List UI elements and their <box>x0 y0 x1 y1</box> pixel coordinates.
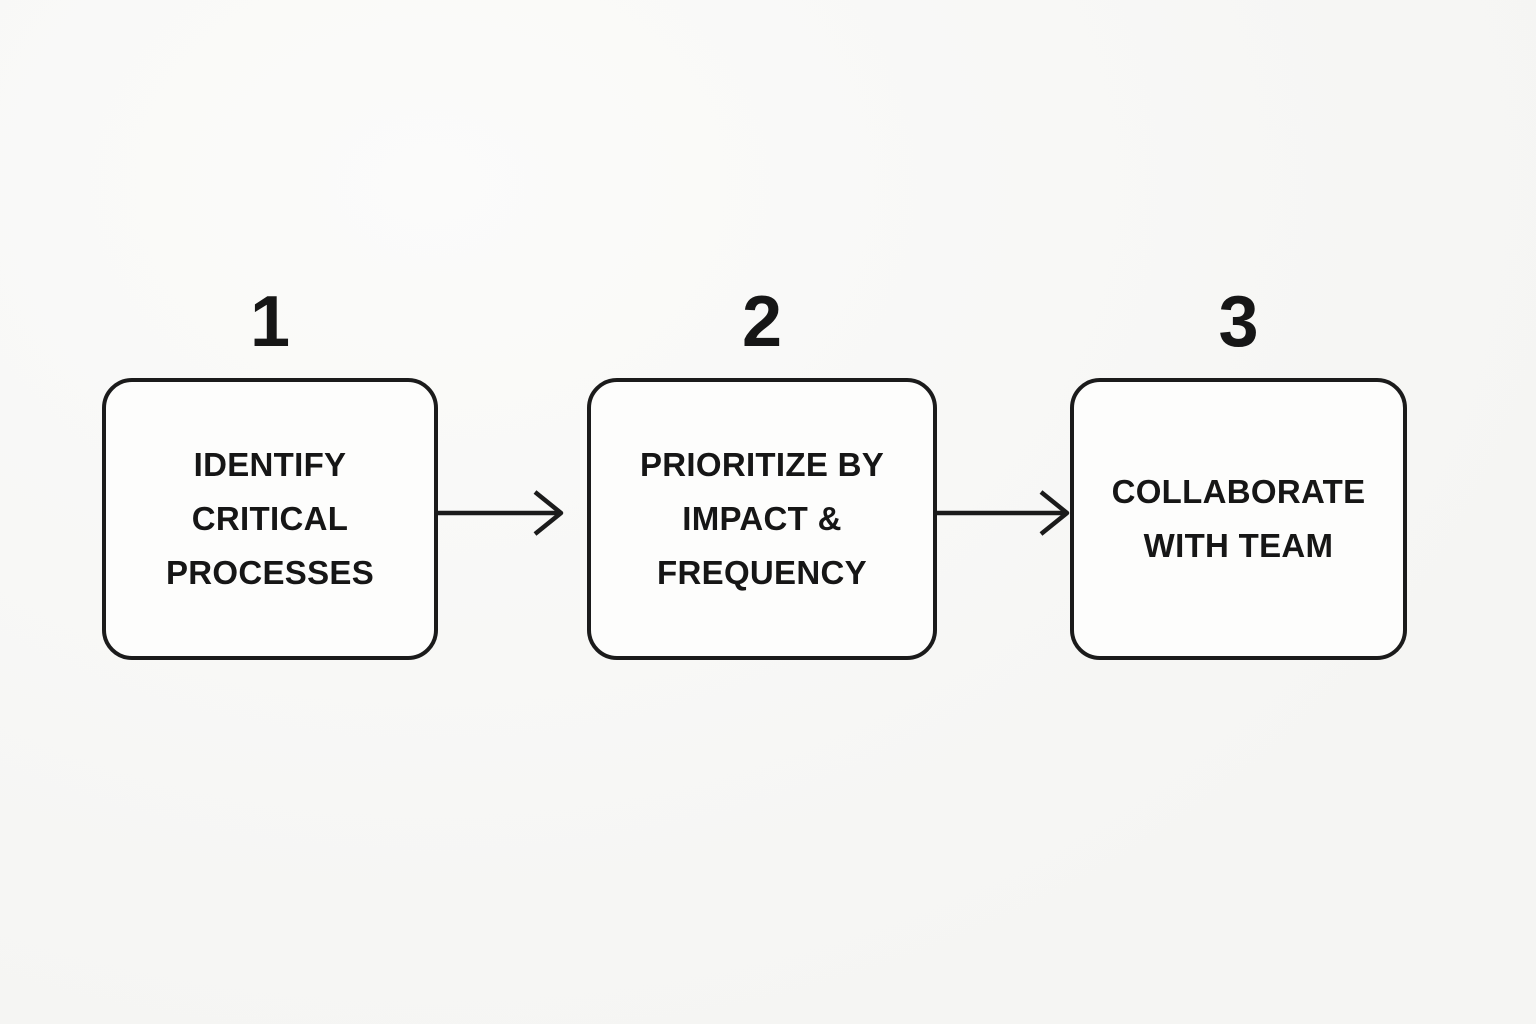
step-1-box: IDENTIFY CRITICAL PROCESSES <box>102 378 438 660</box>
flow-row: 1 IDENTIFY CRITICAL PROCESSES 2 PRIORITI… <box>102 282 1407 660</box>
connector-1-2 <box>438 483 587 543</box>
step-3-number: 3 <box>1218 282 1259 362</box>
step-2: 2 PRIORITIZE BY IMPACT & FREQUENCY <box>587 282 937 660</box>
step-1: 1 IDENTIFY CRITICAL PROCESSES <box>102 282 438 660</box>
connector-2-3 <box>937 483 1070 543</box>
arrow-right-icon <box>438 490 564 536</box>
step-3-label-line: COLLABORATE <box>1111 473 1366 510</box>
arrow-right-icon <box>937 490 1070 536</box>
step-3-box: COLLABORATE WITH TEAM <box>1070 378 1407 660</box>
step-1-label-line: IDENTIFY <box>193 446 347 483</box>
step-2-number: 2 <box>741 282 783 362</box>
step-1-label-line: CRITICAL <box>191 500 349 537</box>
step-2-box: PRIORITIZE BY IMPACT & FREQUENCY <box>587 378 937 660</box>
step-3: 3 COLLABORATE WITH TEAM <box>1070 282 1407 660</box>
step-2-label-line: FREQUENCY <box>657 554 867 591</box>
step-1-label-line: PROCESSES <box>165 554 375 591</box>
step-2-label-line: PRIORITIZE BY <box>639 446 885 483</box>
step-3-label-line: WITH TEAM <box>1143 527 1334 564</box>
step-2-label-line: IMPACT & <box>682 500 842 537</box>
step-1-number: 1 <box>249 282 291 362</box>
